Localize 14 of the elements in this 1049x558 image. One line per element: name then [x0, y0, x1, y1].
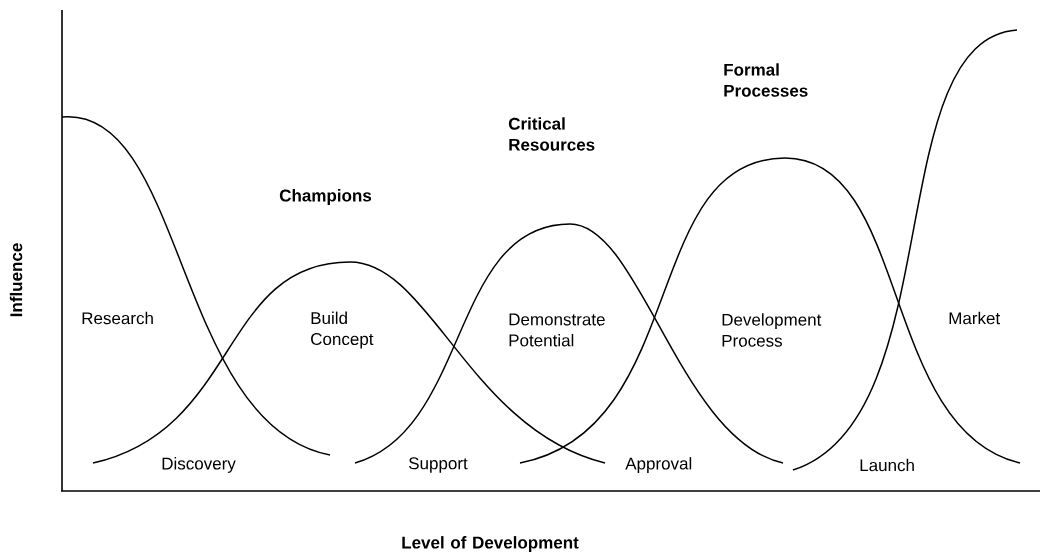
stage-label: Formal Processes [724, 63, 808, 97]
stage-label: Champions [279, 189, 372, 205]
transition-label: Launch [860, 458, 914, 472]
phase-label: Development Process [722, 313, 822, 347]
transition-label: Support [409, 457, 468, 473]
phase-label: Market [949, 311, 1001, 325]
axis-title: Level of Development [402, 536, 579, 552]
transition-label: Discovery [162, 457, 236, 473]
transition-label: Approval [625, 457, 692, 473]
axis-title: Influence [9, 243, 23, 317]
stage-label: Critical Resources [508, 117, 595, 151]
phase-label: Research [82, 311, 153, 325]
phase-label: Demonstrate Potential [509, 313, 605, 347]
phase-label: Build Concept [311, 311, 374, 349]
